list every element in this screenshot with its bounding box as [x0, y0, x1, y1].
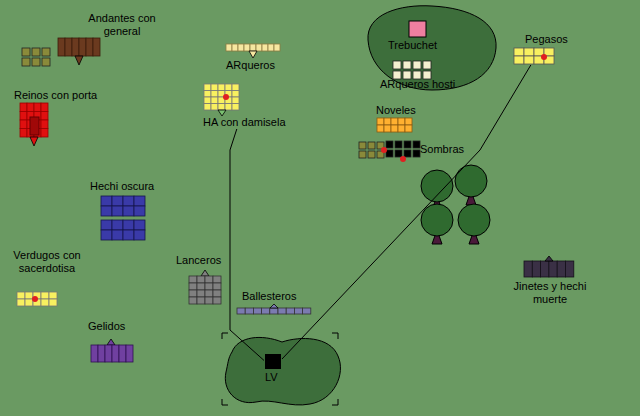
unit-label: Lanceros — [176, 254, 221, 267]
unit-node: Ballesteros — [237, 290, 313, 316]
unit-block — [58, 38, 100, 56]
unit-block — [524, 261, 574, 277]
unit-symbol — [513, 47, 557, 65]
unit-block — [101, 220, 145, 240]
unit-block — [393, 61, 431, 79]
unit-block — [22, 48, 50, 66]
unit-label: Hechi oscura — [90, 180, 154, 193]
sight-line — [230, 129, 264, 360]
unit-block — [204, 84, 239, 110]
unit-label: Noveles — [376, 104, 416, 117]
unit-node: Trebuchet — [388, 20, 437, 52]
unit-symbol — [20, 38, 102, 68]
facing-marker — [218, 110, 226, 116]
hill — [225, 337, 340, 405]
leader-marker — [400, 156, 406, 162]
unit-label: Gelidos — [88, 320, 125, 333]
unit-node: Noveles — [376, 104, 416, 133]
unit-node: Jinetes y hechi muerte — [505, 258, 595, 306]
unit-block — [386, 141, 420, 157]
unit-symbol — [16, 291, 60, 309]
leader-marker — [541, 54, 547, 60]
unit-node: Hechi oscura — [90, 180, 154, 243]
sight-line — [282, 65, 531, 359]
unit-symbol — [392, 60, 434, 78]
unit-block — [91, 345, 133, 362]
unit-label: ARqueros — [226, 59, 275, 72]
frame-corners — [222, 333, 338, 405]
unit-node: Lanceros — [176, 254, 224, 306]
hill — [368, 6, 496, 90]
unit-symbol — [20, 103, 50, 149]
unit-node: ARqueros hosti — [380, 60, 455, 91]
unit-node: LV — [264, 353, 282, 384]
unit-node: Reinos con porta — [14, 89, 97, 149]
unit-symbol — [376, 117, 413, 133]
facing-marker — [545, 256, 553, 261]
unit-symbol — [188, 270, 224, 306]
unit-node: Sombras — [358, 139, 464, 161]
unit-label: HA con damisela — [203, 116, 286, 129]
facing-marker — [30, 137, 38, 146]
unit-label: LV — [265, 371, 278, 384]
unit-label: Andantes con general — [82, 12, 162, 38]
unit-label: Ballesteros — [242, 290, 296, 303]
leader-marker — [381, 147, 387, 153]
unit-node: ARqueros — [222, 44, 282, 72]
unit-label: Jinetes y hechi muerte — [505, 280, 595, 306]
unit-label: Reinos con porta — [14, 89, 97, 102]
unit-symbol — [237, 304, 313, 316]
unit-node: Verdugos con sacerdotisa — [8, 249, 86, 309]
unit-block — [17, 292, 57, 306]
facing-marker — [75, 56, 83, 65]
unit-symbol — [358, 139, 418, 161]
facing-marker — [249, 51, 257, 58]
unit-block — [20, 103, 48, 137]
unit-label: Verdugos con sacerdotisa — [8, 249, 86, 275]
unit-block — [189, 276, 221, 304]
trees — [421, 165, 490, 244]
unit-node: Gelidos — [88, 320, 134, 363]
unit-symbol — [90, 339, 134, 363]
unit-node: Andantes con general — [20, 12, 162, 68]
unit-block — [226, 44, 280, 51]
unit-symbol — [203, 83, 243, 116]
general-marker — [265, 354, 281, 369]
facing-marker — [201, 270, 209, 276]
unit-block — [237, 308, 311, 314]
facing-marker — [270, 304, 278, 308]
unit-block — [377, 118, 412, 132]
leader-marker — [32, 296, 38, 302]
leader-marker — [223, 94, 229, 100]
unit-symbol — [264, 353, 282, 371]
trebuchet-symbol — [409, 21, 426, 37]
facing-marker — [107, 339, 115, 345]
unit-label: ARqueros hosti — [380, 78, 455, 91]
unit-label: Pegasos — [525, 33, 568, 46]
unit-block — [514, 48, 554, 64]
unit-symbol — [523, 258, 575, 280]
unit-node: Pegasos — [513, 33, 568, 65]
banner — [30, 117, 39, 135]
unit-symbol — [226, 44, 282, 59]
unit-symbol — [408, 20, 428, 39]
unit-label: Sombras — [420, 143, 464, 156]
unit-block — [101, 196, 145, 216]
unit-block — [359, 142, 384, 158]
unit-symbol — [100, 195, 146, 243]
unit-node: HA con damisela — [203, 83, 286, 129]
unit-label: Trebuchet — [388, 39, 437, 52]
